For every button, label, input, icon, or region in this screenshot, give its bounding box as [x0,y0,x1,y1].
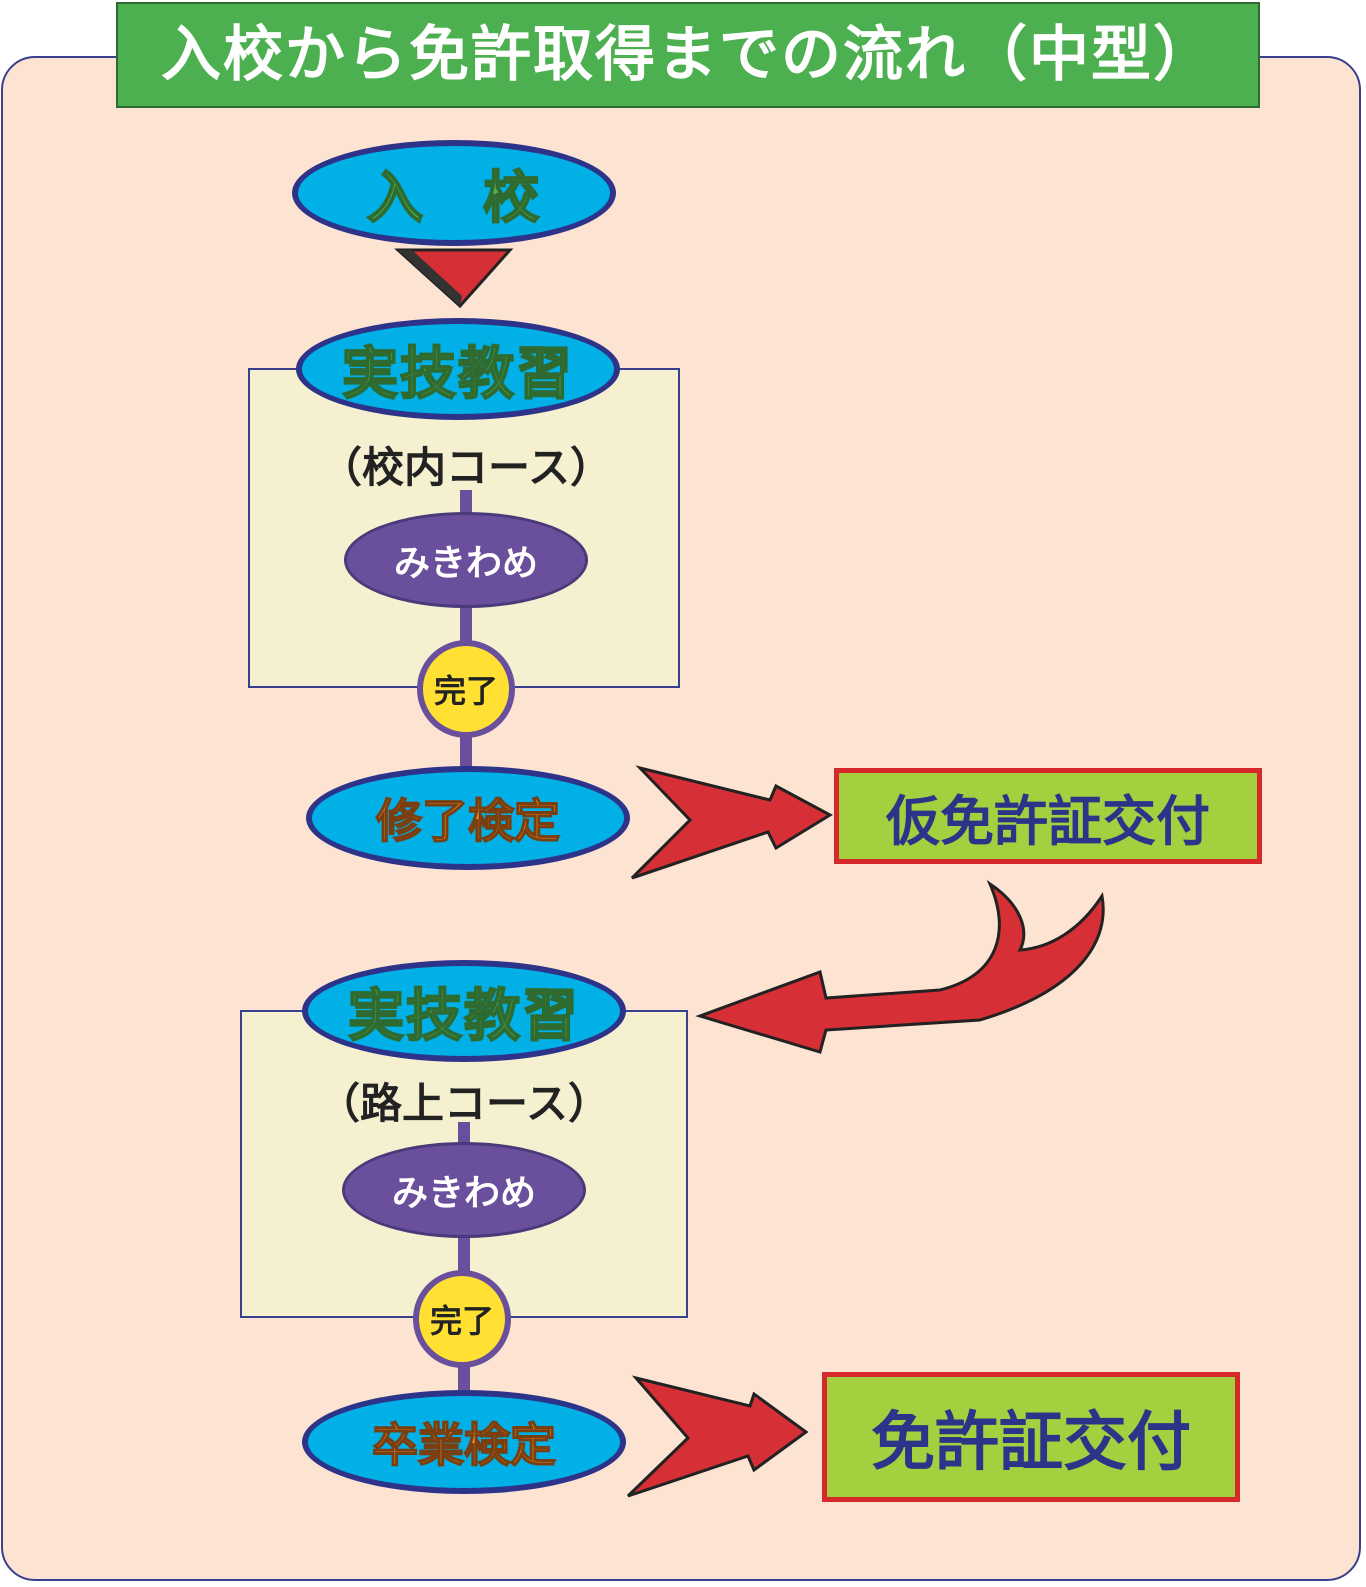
sotsugyo-exam-oval: 卒業検定 [302,1390,626,1494]
complete-badge-school: 完了 [417,640,515,738]
complete-badge-road: 完了 [413,1270,511,1368]
provisional-license-label: 仮免許証交付 [886,789,1210,853]
shuryo-exam-label: 修了検定 [375,793,561,849]
practice-label: 実技教習 [341,341,574,408]
enroll-label: 入 校 [366,165,541,232]
road-course-label: （路上コース） [318,1079,610,1128]
practice-oval-school: 実技教習 [296,318,620,420]
provisional-license-box: 仮免許証交付 [834,768,1262,864]
mikiwame-label: みきわめ [393,543,538,584]
shuryo-exam-oval: 修了検定 [306,766,630,870]
license-label: 免許証交付 [871,1406,1191,1480]
license-box: 免許証交付 [822,1372,1240,1502]
down-arrow-shadow [398,250,462,306]
curved-arrow-back [695,879,1105,1054]
mikiwame-oval-road: みきわめ [342,1142,586,1238]
complete-label: 完了 [433,672,498,710]
mikiwame-label: みきわめ [391,1173,536,1214]
practice-oval-road: 実技教習 [302,960,626,1062]
right-arrow-license [626,1375,809,1498]
practice-label: 実技教習 [347,983,580,1050]
enroll-oval: 入 校 [292,140,616,246]
right-arrow-provisional [630,765,834,880]
mikiwame-oval-school: みきわめ [344,512,588,608]
page-title: 入校から免許取得までの流れ（中型） [116,2,1260,108]
sotsugyo-exam-label: 卒業検定 [371,1417,557,1473]
school-course-label: （校内コース） [320,443,612,492]
complete-label: 完了 [429,1302,494,1340]
